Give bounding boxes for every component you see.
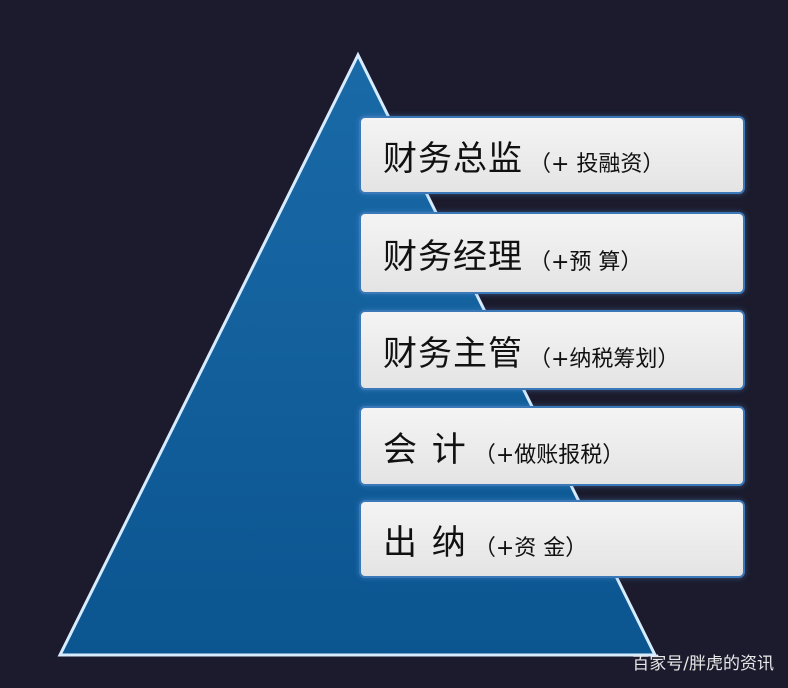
level-title: 财务经理 bbox=[383, 236, 523, 277]
watermark: 百家号/胖虎的资讯 bbox=[632, 654, 774, 674]
level-note: （+预 算） bbox=[529, 250, 643, 275]
level-finance-manager: 财务经理 （+预 算） bbox=[359, 212, 745, 294]
level-note: （+ 投融资） bbox=[529, 152, 665, 177]
level-note: （+做账报税） bbox=[473, 443, 625, 468]
level-cfo: 财务总监 （+ 投融资） bbox=[359, 116, 745, 194]
level-accountant: 会 计 （+做账报税） bbox=[359, 406, 745, 486]
level-title: 会 计 bbox=[383, 429, 468, 470]
level-title: 出 纳 bbox=[383, 522, 468, 563]
level-title: 财务主管 bbox=[383, 333, 523, 374]
level-note: （+纳税筹划） bbox=[529, 347, 680, 372]
level-title: 财务总监 bbox=[383, 138, 523, 179]
level-note: （+资 金） bbox=[473, 536, 588, 561]
level-cashier: 出 纳 （+资 金） bbox=[359, 500, 745, 578]
level-finance-supervisor: 财务主管 （+纳税筹划） bbox=[359, 310, 745, 390]
